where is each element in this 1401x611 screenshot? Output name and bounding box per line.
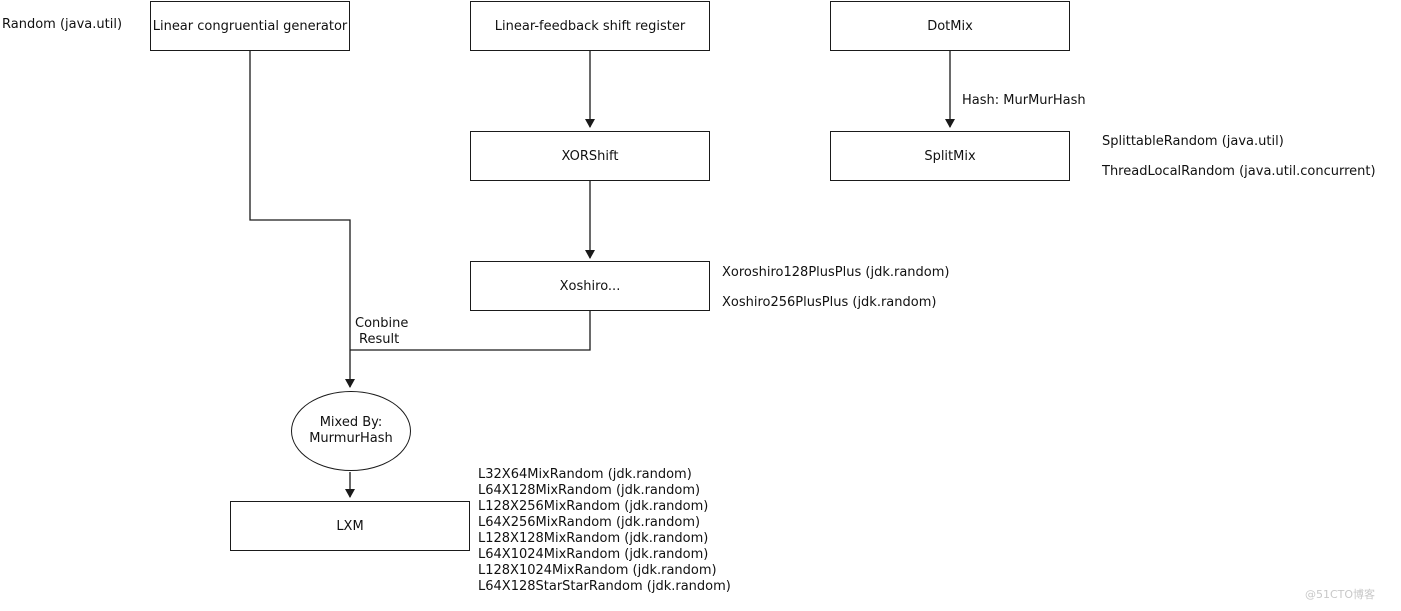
splitmix-impl-list: SplittableRandom (java.util) ThreadLocal… bbox=[1102, 127, 1376, 187]
xoshiro-impl: Xoroshiro128PlusPlus (jdk.random) bbox=[722, 265, 950, 280]
label-hash: Hash: MurMurHash bbox=[962, 93, 1086, 108]
mixer-label-line2: MurmurHash bbox=[309, 431, 393, 446]
node-lcg: Linear congruential generator bbox=[150, 1, 350, 51]
node-splitmix: SplitMix bbox=[830, 131, 1070, 181]
lxm-impl-list: L32X64MixRandom (jdk.random) L64X128MixR… bbox=[478, 467, 731, 595]
lxm-impl: L32X64MixRandom (jdk.random) bbox=[478, 467, 692, 482]
splitmix-impl: SplittableRandom (java.util) bbox=[1102, 134, 1284, 149]
label-random: Random (java.util) bbox=[2, 17, 123, 32]
lxm-impl: L64X256MixRandom (jdk.random) bbox=[478, 515, 701, 530]
lxm-impl: L64X128StarStarRandom (jdk.random) bbox=[478, 579, 731, 594]
node-dotmix: DotMix bbox=[830, 1, 1070, 51]
lxm-impl: L64X128MixRandom (jdk.random) bbox=[478, 483, 701, 498]
node-lxm: LXM bbox=[230, 501, 470, 551]
label-combine-line1: Conbine bbox=[355, 316, 409, 331]
lxm-impl: L128X256MixRandom (jdk.random) bbox=[478, 499, 709, 514]
mixer-label-line1: Mixed By: bbox=[319, 415, 383, 430]
label-combine-line2: Result bbox=[359, 332, 400, 347]
lxm-impl: L128X1024MixRandom (jdk.random) bbox=[478, 563, 717, 578]
node-mixer: Mixed By: MurmurHash bbox=[291, 391, 411, 471]
xoshiro-impl-list: Xoroshiro128PlusPlus (jdk.random) Xoshir… bbox=[722, 258, 949, 318]
label-combine: Conbine Result bbox=[355, 316, 408, 348]
xoshiro-impl: Xoshiro256PlusPlus (jdk.random) bbox=[722, 295, 937, 310]
lxm-impl: L64X1024MixRandom (jdk.random) bbox=[478, 547, 709, 562]
edge-lcg-to-mixer bbox=[249, 51, 355, 388]
node-lfsr: Linear-feedback shift register bbox=[470, 1, 710, 51]
splitmix-impl: ThreadLocalRandom (java.util.concurrent) bbox=[1102, 164, 1376, 179]
lxm-impl: L128X128MixRandom (jdk.random) bbox=[478, 531, 709, 546]
node-xoshiro: Xoshiro... bbox=[470, 261, 710, 311]
node-xorshift: XORShift bbox=[470, 131, 710, 181]
watermark: @51CTO博客 bbox=[1305, 588, 1376, 601]
edge-xoshiro-to-merge bbox=[350, 311, 591, 351]
